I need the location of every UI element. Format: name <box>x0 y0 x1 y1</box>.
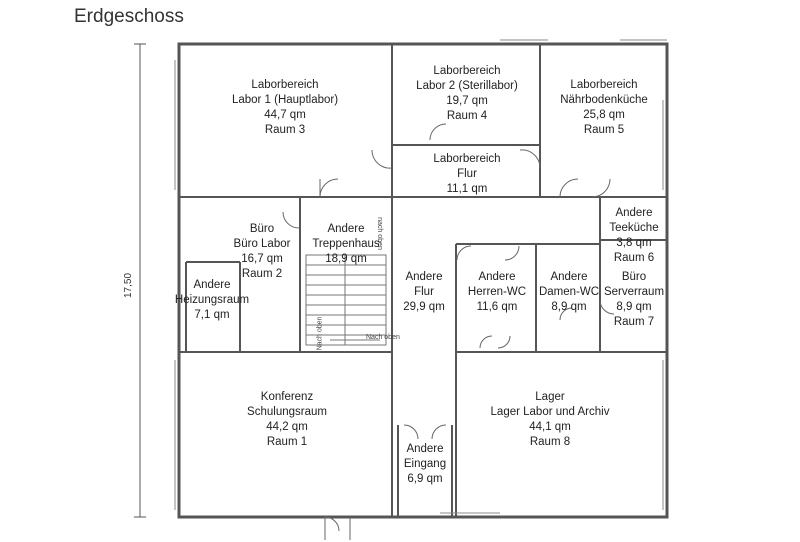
stair-label: Nach oben <box>366 334 400 341</box>
dimension-line <box>134 43 146 518</box>
doors <box>282 123 615 540</box>
outer-wall <box>177 42 669 519</box>
stair-label: Nach oben <box>316 316 324 351</box>
dimension-label: 17,50 <box>123 272 135 299</box>
floor-title: Erdgeschoss <box>74 6 184 27</box>
staircase <box>305 254 387 346</box>
windows <box>174 39 667 514</box>
